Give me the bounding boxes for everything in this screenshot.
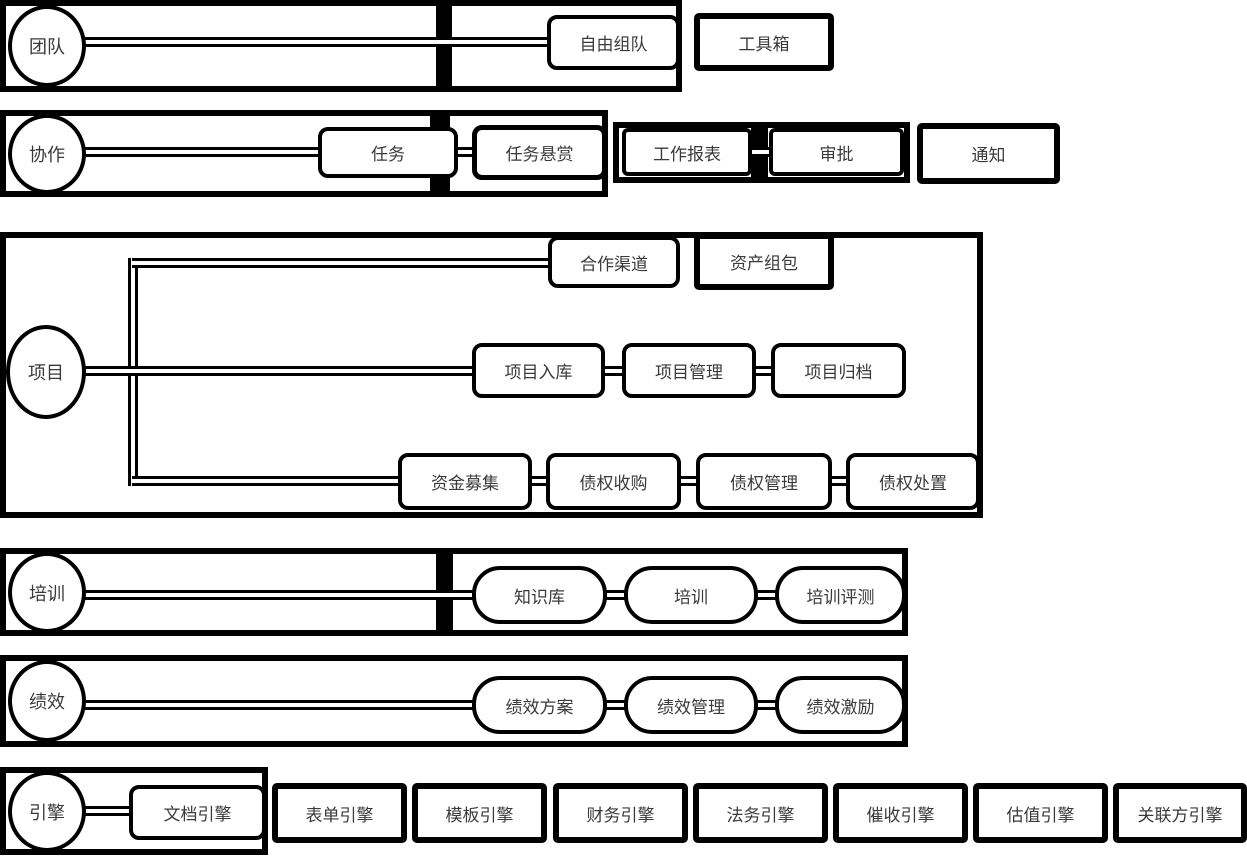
- node-valuation-engine-label: 估值引擎: [1006, 805, 1075, 825]
- node-training-root-label: 培训: [29, 583, 65, 604]
- connector-plan-management: [602, 700, 628, 710]
- node-collab-label: 协作: [29, 145, 65, 165]
- node-related-party-engine-label: 关联方引擎: [1137, 805, 1223, 825]
- node-debt-disposal-label: 债权处置: [879, 474, 947, 493]
- node-knowledge-base[interactable]: 知识库: [472, 566, 607, 624]
- node-work-report[interactable]: 工作报表: [622, 128, 752, 176]
- node-training-label: 培训: [674, 587, 708, 607]
- connector-performance-plan: [80, 700, 476, 710]
- node-finance-engine[interactable]: 财务引擎: [553, 783, 688, 843]
- node-performance-root-label: 绩效: [29, 692, 65, 712]
- node-performance-plan-label: 绩效方案: [505, 697, 574, 717]
- node-legal-engine-label: 法务引擎: [726, 805, 795, 825]
- node-performance-incentive[interactable]: 绩效激励: [775, 676, 906, 734]
- node-project-management[interactable]: 项目管理: [622, 343, 756, 398]
- node-team[interactable]: 团队: [8, 5, 86, 87]
- node-debt-acquisition[interactable]: 债权收购: [546, 453, 681, 510]
- node-project-intake-label: 项目入库: [504, 363, 573, 382]
- node-related-party-engine[interactable]: 关联方引擎: [1113, 783, 1247, 843]
- node-coop-channel[interactable]: 合作渠道: [548, 236, 680, 288]
- connector-management-archive: [751, 366, 775, 376]
- node-debt-acquisition-label: 债权收购: [579, 474, 648, 493]
- connector-debtacq-debtmgmt: [676, 476, 700, 486]
- connector-engine-document: [82, 806, 133, 816]
- connector-fundraising-debtacq: [527, 476, 550, 486]
- node-document-engine[interactable]: 文档引擎: [129, 785, 266, 840]
- node-project-management-label: 项目管理: [655, 363, 723, 382]
- node-form-engine-label: 表单引擎: [305, 805, 374, 825]
- node-training[interactable]: 培训: [624, 566, 758, 624]
- connector-project-coopchannel: [132, 258, 550, 268]
- connector-management-incentive: [753, 700, 779, 710]
- node-performance-root[interactable]: 绩效: [8, 660, 86, 742]
- connector-workreport-approval: [744, 147, 776, 157]
- connector-project-fundraising: [132, 476, 400, 486]
- node-fundraising[interactable]: 资金募集: [398, 453, 532, 510]
- node-template-engine[interactable]: 模板引擎: [412, 783, 547, 843]
- node-collab[interactable]: 协作: [8, 114, 86, 194]
- node-debt-management-label: 债权管理: [730, 474, 798, 493]
- node-engine-root-label: 引擎: [29, 802, 65, 823]
- node-task-bounty-label: 任务悬赏: [505, 145, 574, 164]
- node-debt-management[interactable]: 债权管理: [696, 453, 832, 510]
- node-toolbox[interactable]: 工具箱: [694, 13, 834, 71]
- connector-collab-task: [80, 147, 322, 157]
- node-project[interactable]: 项目: [6, 325, 86, 419]
- node-document-engine-label: 文档引擎: [163, 805, 232, 824]
- node-template-engine-label: 模板引擎: [445, 805, 514, 825]
- node-task[interactable]: 任务: [318, 127, 458, 178]
- node-engine-root[interactable]: 引擎: [8, 771, 86, 852]
- node-collection-engine-label: 催收引擎: [866, 805, 935, 825]
- node-performance-incentive-label: 绩效激励: [806, 697, 875, 717]
- node-task-bounty[interactable]: 任务悬赏: [472, 125, 607, 180]
- node-asset-package-label: 资产组包: [730, 254, 798, 273]
- connector-intake-management: [600, 366, 626, 376]
- connector-debtmgmt-debtdisposal: [827, 476, 850, 486]
- node-coop-channel-label: 合作渠道: [580, 254, 648, 274]
- node-notification-label: 通知: [971, 146, 1006, 165]
- node-project-archive-label: 项目归档: [804, 363, 873, 382]
- node-notification[interactable]: 通知: [917, 123, 1060, 184]
- node-collection-engine[interactable]: 催收引擎: [833, 783, 968, 843]
- node-training-evaluation[interactable]: 培训评测: [775, 566, 906, 624]
- node-training-evaluation-label: 培训评测: [806, 587, 875, 607]
- node-free-team-label: 自由组队: [579, 35, 648, 54]
- node-performance-management-label: 绩效管理: [657, 697, 725, 717]
- node-team-label: 团队: [29, 37, 65, 57]
- connector-team-freeteam: [80, 37, 550, 47]
- node-project-label: 项目: [28, 363, 64, 383]
- node-form-engine[interactable]: 表单引擎: [272, 783, 407, 843]
- connector-training-knowledge: [80, 590, 476, 600]
- node-legal-engine[interactable]: 法务引擎: [693, 783, 828, 843]
- connector-knowledge-training: [602, 590, 628, 600]
- node-training-root[interactable]: 培训: [8, 552, 86, 633]
- node-performance-plan[interactable]: 绩效方案: [472, 676, 607, 734]
- node-fundraising-label: 资金募集: [431, 474, 499, 493]
- node-approval[interactable]: 审批: [769, 128, 904, 176]
- node-finance-engine-label: 财务引擎: [586, 805, 655, 825]
- node-approval-label: 审批: [819, 144, 854, 164]
- node-work-report-label: 工作报表: [653, 144, 721, 164]
- node-project-intake[interactable]: 项目入库: [472, 343, 605, 398]
- node-project-archive[interactable]: 项目归档: [771, 343, 906, 398]
- node-knowledge-base-label: 知识库: [514, 587, 565, 607]
- node-free-team[interactable]: 自由组队: [547, 15, 680, 70]
- node-valuation-engine[interactable]: 估值引擎: [973, 783, 1108, 843]
- node-asset-package[interactable]: 资产组包: [694, 233, 834, 290]
- node-toolbox-label: 工具箱: [738, 34, 790, 54]
- connector-project-intake: [82, 366, 474, 376]
- connector-task-bounty: [452, 147, 478, 157]
- node-debt-disposal[interactable]: 债权处置: [846, 453, 980, 510]
- connector-training-evaluation: [753, 590, 779, 600]
- node-performance-management[interactable]: 绩效管理: [624, 676, 758, 734]
- node-task-label: 任务: [371, 145, 405, 164]
